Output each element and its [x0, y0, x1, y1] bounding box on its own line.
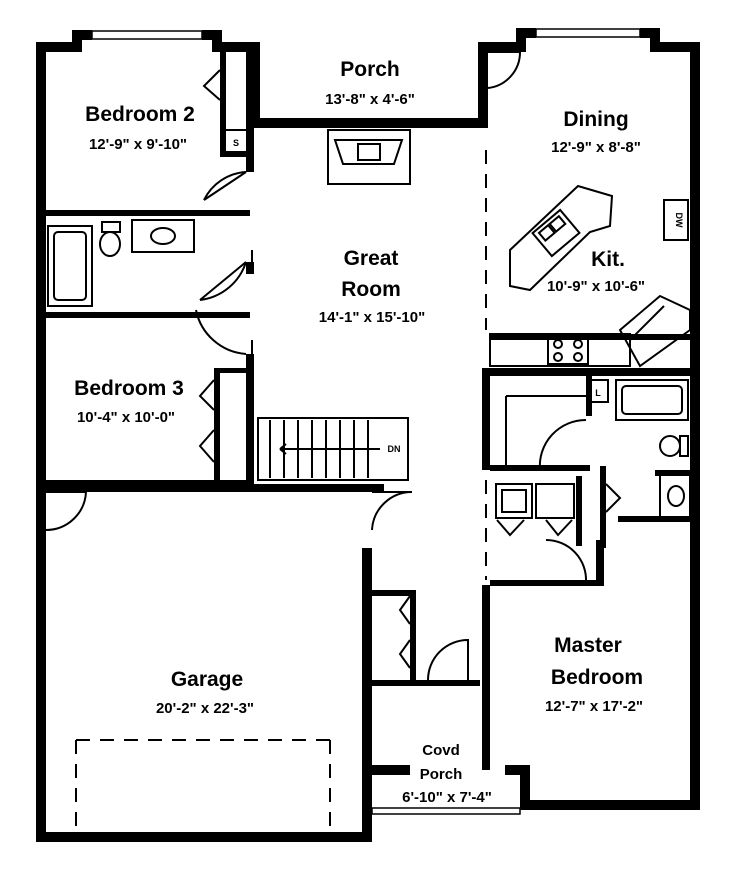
bedroom2-dimensions: 12'-9" x 9'-10"	[89, 136, 187, 153]
dining-name: Dining	[563, 108, 628, 131]
covd-porch-dimensions: 6'-10" x 7'-4"	[402, 789, 492, 806]
stair-down-label: DN	[388, 444, 401, 454]
great-room-dimensions: 14'-1" x 15'-10"	[319, 309, 425, 326]
great-room-name-line2: Room	[341, 278, 401, 301]
bedroom3-name: Bedroom 3	[74, 377, 184, 400]
garage-dimensions: 20'-2" x 22'-3"	[156, 700, 254, 717]
garage-name: Garage	[171, 668, 243, 691]
dashed-lines	[75, 150, 487, 832]
windows	[91, 28, 691, 815]
porch-dimensions: 13'-8" x 4'-6"	[325, 91, 415, 108]
dining-dimensions: 12'-9" x 8'-8"	[551, 139, 641, 156]
covd-porch-name-line2: Porch	[420, 766, 463, 783]
doors	[45, 51, 622, 681]
linen-label: L	[595, 388, 601, 398]
master-dimensions: 12'-7" x 17'-2"	[545, 698, 643, 715]
great-room-name-line1: Great	[344, 247, 399, 270]
kitchen-name: Kit.	[591, 248, 625, 271]
shelf-label: S	[233, 138, 239, 148]
master-name-line2: Bedroom	[551, 666, 643, 689]
interior-walls	[44, 52, 692, 770]
master-name-line1: Master	[554, 634, 622, 657]
porch-name: Porch	[340, 58, 400, 81]
covd-porch-name-line1: Covd	[422, 742, 460, 759]
room-labels: Porch 13'-8" x 4'-6" Dining 12'-9" x 8'-…	[74, 58, 684, 806]
exterior-walls	[36, 28, 700, 842]
bedroom3-dimensions: 10'-4" x 10'-0"	[77, 409, 175, 426]
bedroom2-name: Bedroom 2	[85, 103, 195, 126]
dishwasher-label: DW	[674, 213, 684, 228]
kitchen-dimensions: 10'-9" x 10'-6"	[547, 278, 645, 295]
fixtures	[47, 129, 691, 521]
